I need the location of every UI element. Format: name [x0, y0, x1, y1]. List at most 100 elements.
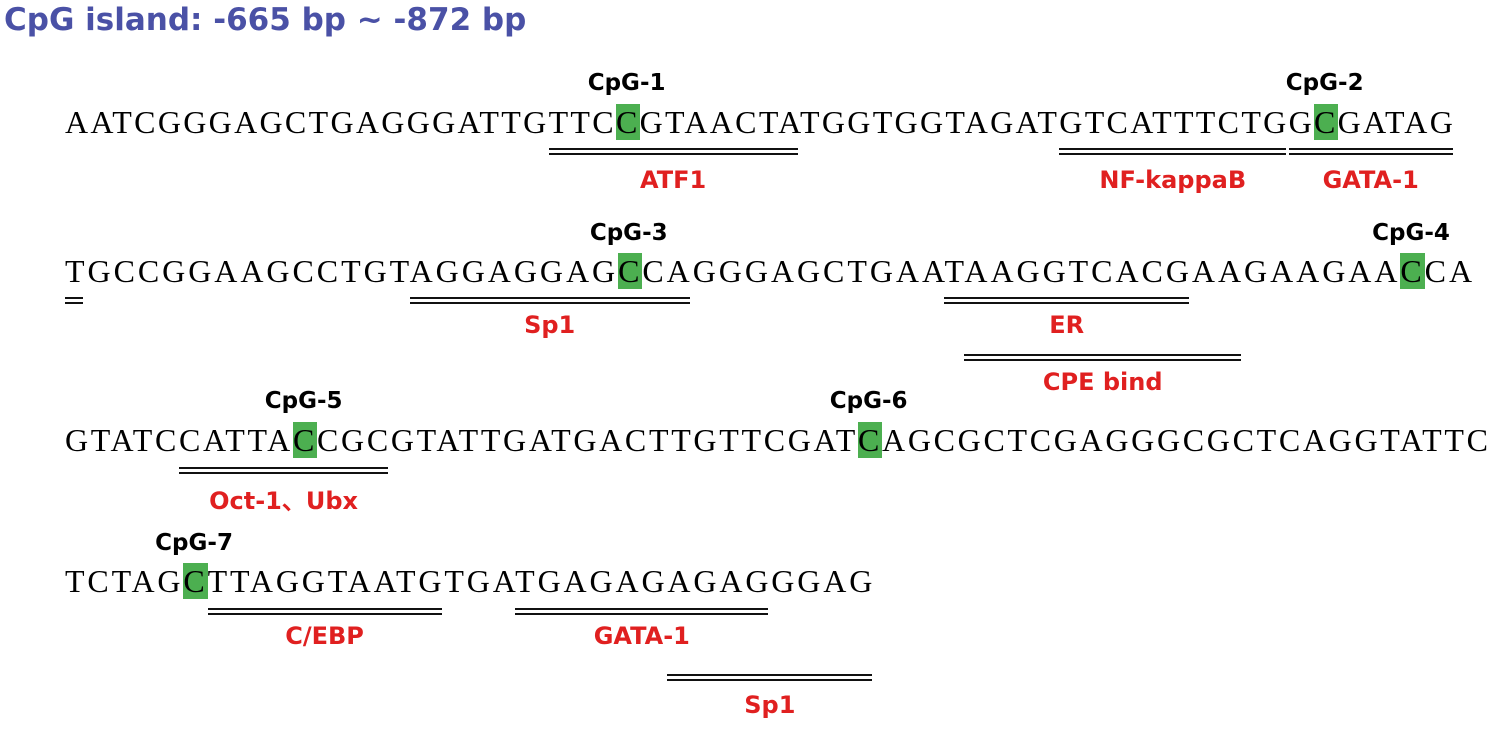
nucleotide: C	[1217, 104, 1242, 140]
nucleotide: G	[1429, 104, 1456, 140]
tfbs-label: ATF1	[640, 166, 707, 194]
nucleotide: G	[301, 563, 328, 599]
nucleotide: G	[693, 563, 720, 599]
nucleotide: T	[65, 253, 88, 289]
nucleotide: G	[771, 563, 798, 599]
tfbs-underline	[1288, 148, 1453, 155]
nucleotide: C	[735, 104, 759, 140]
nucleotide: C	[624, 422, 649, 458]
nucleotide: G	[381, 104, 407, 140]
nucleotide: G	[363, 253, 390, 289]
nucleotide: A	[1079, 422, 1106, 458]
nucleotide: C	[284, 104, 309, 140]
nucleotide: A	[599, 422, 625, 458]
nucleotide: G	[157, 104, 184, 140]
nucleotide: T	[395, 563, 419, 599]
nucleotide: A	[990, 253, 1017, 289]
tfbs-underline	[65, 297, 83, 304]
nucleotide: A	[1404, 104, 1430, 140]
nucleotide: T	[515, 563, 538, 599]
nucleotide: A	[436, 422, 459, 458]
nucleotide: A	[457, 104, 480, 140]
nucleotide: C	[1029, 422, 1054, 458]
cpg-label: CpG-3	[589, 220, 668, 246]
tfbs-underline	[1059, 148, 1287, 155]
sequence-row: TCTAGCTTAGGTAATGTGATGAGAGAGAGGGAG	[65, 563, 875, 599]
nucleotide: G	[639, 104, 666, 140]
cpg-site: C	[183, 563, 208, 599]
nucleotide: A	[234, 104, 260, 140]
nucleotide: A	[667, 563, 694, 599]
nucleotide: A	[964, 104, 991, 140]
nucleotide: T	[847, 253, 870, 289]
nucleotide: C	[317, 422, 342, 458]
nucleotide: G	[592, 253, 619, 289]
nucleotide: G	[1328, 422, 1355, 458]
nucleotide: G	[797, 563, 824, 599]
nucleotide: A	[964, 253, 991, 289]
nucleotide: G	[894, 104, 920, 140]
nucleotide: G	[1042, 253, 1069, 289]
nucleotide: G	[157, 563, 184, 599]
nucleotide: C	[1466, 422, 1491, 458]
nucleotide: G	[1288, 104, 1315, 140]
nucleotide: A	[1115, 253, 1142, 289]
tfbs-underline	[548, 148, 798, 155]
tfbs-label: GATA-1	[1322, 166, 1419, 194]
nucleotide: G	[907, 422, 934, 458]
nucleotide: A	[373, 563, 396, 599]
tfbs-underline	[944, 297, 1189, 304]
nucleotide: A	[823, 563, 850, 599]
nucleotide: T	[479, 104, 502, 140]
nucleotide: A	[65, 104, 91, 140]
nucleotide: C	[292, 253, 317, 289]
nucleotide: T	[1256, 422, 1279, 458]
cpg-label: CpG-1	[587, 70, 666, 96]
cpg-label: CpG-5	[264, 388, 343, 414]
nucleotide: G	[692, 253, 719, 289]
nucleotide: C	[763, 422, 788, 458]
nucleotide: T	[501, 104, 524, 140]
tfbs-underline	[178, 467, 389, 474]
nucleotide: C	[983, 422, 1008, 458]
nucleotide: T	[90, 422, 111, 458]
nucleotide: T	[1241, 104, 1264, 140]
nucleotide: G	[796, 253, 824, 289]
nucleotide: G	[330, 104, 356, 140]
nucleotide: G	[641, 563, 668, 599]
cpg-site: C	[858, 422, 883, 458]
nucleotide: T	[327, 563, 348, 599]
tfbs-underline	[667, 674, 873, 681]
nucleotide: C	[1106, 104, 1131, 140]
cpg-site: C	[615, 104, 640, 140]
nucleotide: A	[1363, 104, 1385, 140]
nucleotide: G	[183, 104, 209, 140]
nucleotide: T	[225, 422, 248, 458]
cpg-label: CpG-6	[829, 388, 908, 414]
cpg-site: C	[292, 422, 317, 458]
nucleotide: C	[823, 253, 848, 289]
nucleotide: A	[563, 563, 590, 599]
nucleotide: T	[480, 422, 504, 458]
nucleotide: T	[835, 422, 858, 458]
nucleotide: T	[444, 563, 467, 599]
tfbs-label: GATA-1	[593, 622, 690, 650]
nucleotide: G	[341, 422, 367, 458]
nucleotide: A	[1015, 104, 1038, 140]
nucleotide: G	[1016, 253, 1043, 289]
nucleotide: T	[458, 422, 481, 458]
nucleotide: G	[693, 422, 720, 458]
nucleotide: G	[208, 104, 235, 140]
nucleotide: A	[719, 563, 746, 599]
nucleotide: A	[1217, 253, 1244, 289]
nucleotide: C	[933, 422, 958, 458]
nucleotide: T	[665, 104, 685, 140]
nucleotide: T	[132, 422, 155, 458]
nucleotide: C	[134, 104, 158, 140]
nucleotide: T	[416, 422, 437, 458]
cpg-label: CpG-7	[155, 530, 233, 556]
nucleotide: T	[1195, 104, 1218, 140]
nucleotide: A	[778, 104, 800, 140]
nucleotide: A	[355, 104, 382, 140]
tfbs-underline	[207, 608, 442, 615]
